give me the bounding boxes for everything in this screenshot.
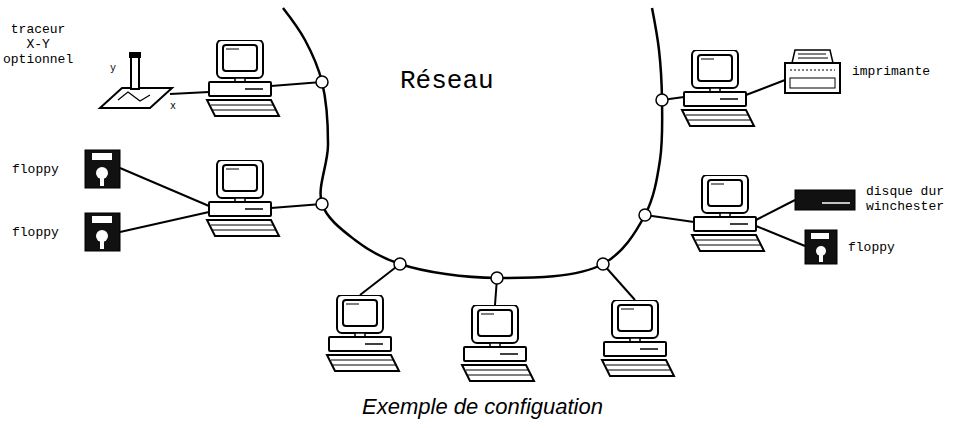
computer	[207, 40, 279, 116]
computer	[682, 50, 754, 126]
wire	[170, 92, 209, 94]
network-cable	[283, 8, 662, 278]
hard-disk	[795, 190, 855, 210]
device-label: floppy	[12, 225, 59, 240]
wire	[603, 264, 635, 300]
axis-letter: y	[110, 62, 116, 75]
computer	[462, 305, 534, 381]
network-tap	[316, 76, 328, 88]
printer	[785, 50, 840, 93]
wire	[360, 264, 400, 295]
network-ring	[283, 8, 668, 284]
network-tap	[491, 272, 503, 284]
floppy-drive	[805, 230, 837, 264]
network-tap	[394, 258, 406, 270]
network-tap	[656, 94, 668, 106]
computer	[602, 300, 674, 376]
computer	[207, 160, 279, 236]
network-title: Réseau	[400, 66, 494, 96]
computer	[692, 175, 764, 251]
device-label: imprimante	[852, 64, 930, 79]
network-tap	[316, 198, 328, 210]
network-tap	[597, 258, 609, 270]
wire	[271, 82, 322, 86]
device-label: disque dur winchester	[866, 184, 952, 214]
wire	[756, 200, 795, 220]
wire	[746, 80, 785, 95]
plotter	[100, 52, 172, 108]
device-label: floppy	[848, 240, 895, 255]
wire	[271, 204, 322, 208]
figure-caption: Exemple de configuation	[0, 394, 965, 420]
wire	[120, 212, 209, 232]
axis-letter: x	[170, 100, 176, 113]
wire	[120, 168, 209, 206]
network-tap	[639, 209, 651, 221]
floppy-drive	[85, 213, 120, 251]
wire	[645, 215, 694, 222]
wire	[756, 226, 805, 246]
device-label: traceur X-Y optionnel	[3, 22, 73, 67]
computer	[327, 295, 399, 371]
computers	[207, 40, 764, 381]
device-label: floppy	[12, 162, 59, 177]
floppy-drive	[85, 150, 120, 188]
